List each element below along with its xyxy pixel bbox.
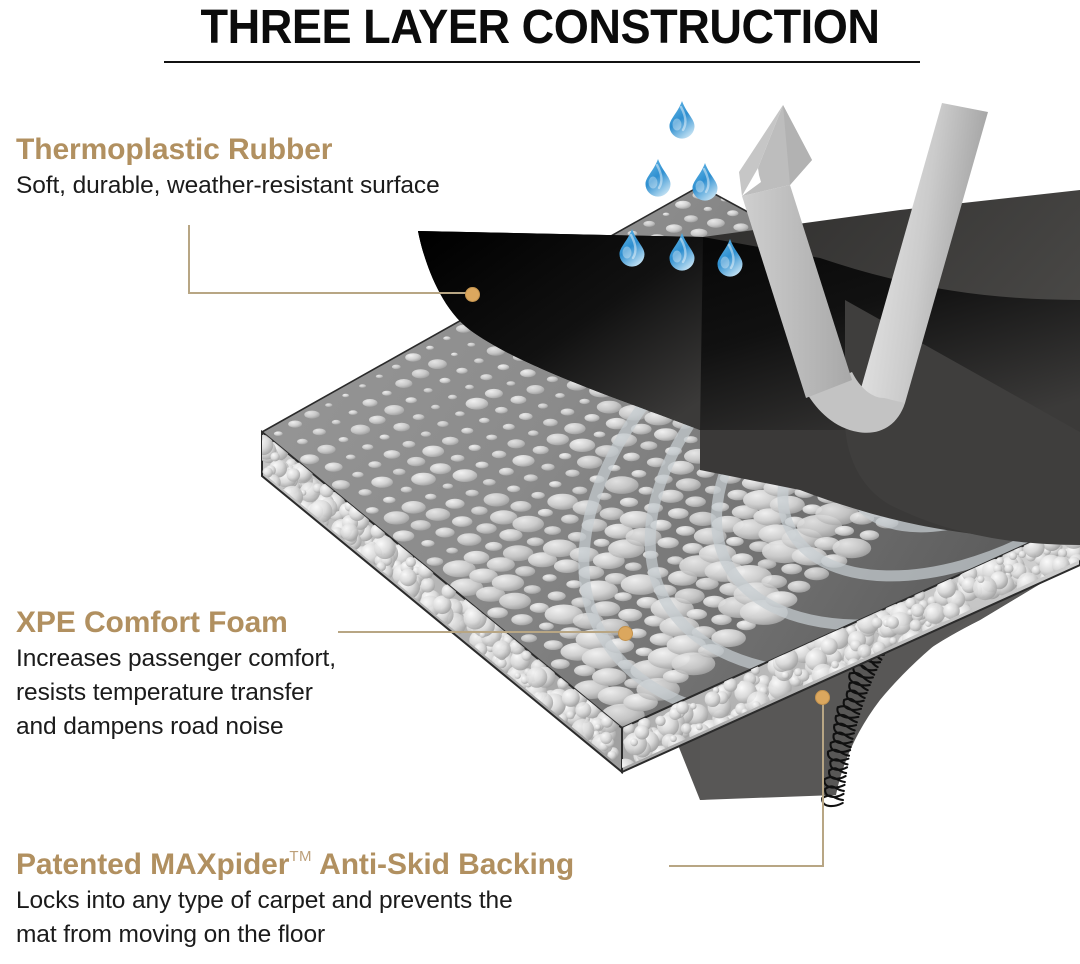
page-title: THREE LAYER CONSTRUCTION (200, 1, 880, 54)
callout-heading-anti-skid-backing-pre: Patented MAXpider (16, 848, 290, 881)
foam-surface-bubbles (273, 191, 1074, 727)
leader-line-xpe-comfort-foam (338, 631, 626, 633)
leader-line-thermoplastic-rubber-vertical (188, 225, 190, 293)
callout-heading-xpe-comfort-foam: XPE Comfort Foam (16, 606, 288, 639)
callout-body-xpe-comfort-foam: Increases passenger comfort, resists tem… (16, 645, 336, 740)
water-droplet-2 (645, 159, 671, 197)
callout-heading-thermoplastic-rubber: Thermoplastic Rubber (16, 133, 333, 166)
leader-line-anti-skid-backing-horizontal (669, 865, 824, 867)
leader-dot-thermoplastic-rubber (465, 287, 480, 302)
leader-line-anti-skid-backing-vertical (822, 700, 824, 867)
water-repel-arrow (739, 103, 988, 433)
water-droplet-6 (717, 239, 743, 277)
trademark-symbol: TM (289, 848, 313, 865)
backing-skirt (700, 530, 1080, 800)
callout-body-anti-skid-backing: Locks into any type of carpet and preven… (16, 887, 513, 948)
callout-xpe-comfort-foam: XPE Comfort Foam Increases passenger com… (16, 604, 336, 744)
water-droplet-5 (669, 233, 695, 271)
maxpider-anti-skid-backing-panel (622, 390, 1080, 800)
callout-thermoplastic-rubber: Thermoplastic Rubber Soft, durable, weat… (16, 131, 440, 203)
callout-body-thermoplastic-rubber: Soft, durable, weather-resistant surface (16, 172, 440, 199)
leader-line-thermoplastic-rubber-horizontal (188, 292, 471, 294)
thermoplastic-rubber-sheet (418, 190, 1080, 545)
foam-arc-grooves (578, 212, 1080, 728)
water-droplets (619, 101, 743, 277)
anti-skid-hook-fibers (821, 448, 1080, 808)
callout-anti-skid-backing: Patented MAXpiderTM Anti-Skid Backing Lo… (16, 838, 574, 952)
callout-heading-anti-skid-backing-post: Anti-Skid Backing (312, 848, 575, 881)
leader-dot-anti-skid-backing (815, 690, 830, 705)
water-droplet-4 (619, 229, 645, 267)
xpe-comfort-foam-slab (261, 185, 1080, 775)
water-droplet-3 (692, 163, 718, 201)
water-droplet-1 (669, 101, 695, 139)
title-divider (164, 61, 920, 63)
foam-edge-bubbles-right (622, 520, 1080, 768)
callout-heading-anti-skid-backing: Patented MAXpiderTM Anti-Skid Backing (16, 838, 574, 884)
leader-dot-xpe-comfort-foam (618, 626, 633, 641)
